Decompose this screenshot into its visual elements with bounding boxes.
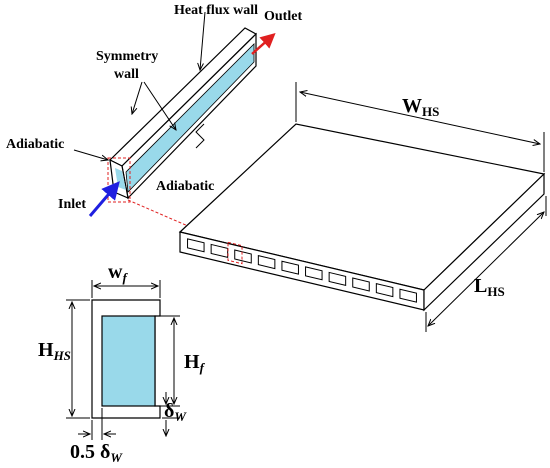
symmetry-leader-2: [143, 81, 176, 130]
channel-slot: [257, 255, 276, 270]
adiabatic-bottom-label: Adiabatic: [156, 179, 214, 194]
h-hs-label: HHS: [38, 339, 71, 363]
cross-section: [91, 299, 161, 419]
slot-highlight-box: [227, 241, 243, 265]
channel-slot: [352, 277, 370, 292]
adiabatic-left-label: Adiabatic: [6, 137, 64, 152]
heat-flux-leader: [200, 11, 206, 70]
h-f-label: Hf: [184, 351, 206, 375]
w-f-label: wf: [108, 261, 128, 285]
inlet-highlight-box: [107, 157, 131, 203]
l-hs-label: LHS: [474, 275, 505, 299]
channel-slot: [305, 266, 323, 281]
channel-slot: [328, 271, 347, 286]
adiabatic-left-leader: [73, 149, 108, 160]
symmetry-leader-1: [132, 81, 143, 114]
heat-flux-wall-label: Heat flux wall: [174, 3, 258, 18]
outlet-label: Outlet: [264, 9, 302, 24]
adiabatic-bottom-leader: [195, 123, 205, 149]
l-hs-dimension-line: [428, 212, 544, 326]
delta-w-label: δW: [164, 400, 187, 424]
cross-section-fluid: [101, 315, 156, 407]
channel-slot: [234, 249, 252, 264]
channel-slot: [375, 283, 394, 298]
w-hs-label: WHS: [402, 95, 439, 119]
inlet-label: Inlet: [58, 197, 86, 212]
half-delta-w-label: 0.5 δW: [70, 441, 123, 465]
channel-slot: [281, 260, 299, 275]
channel-slot: [187, 238, 205, 253]
channel-slot: [399, 288, 417, 303]
inlet-arrow: [88, 181, 120, 217]
single-channel: [108, 27, 257, 200]
w-hs-dimension-line: [300, 92, 540, 144]
channel-slot: [210, 243, 229, 258]
symmetry-wall-label-1: Symmetry: [96, 49, 158, 64]
symmetry-wall-label-2: wall: [114, 67, 139, 82]
heat-sink-channels: [187, 238, 417, 303]
channel-fluid-side: [125, 43, 255, 193]
outlet-arrow: [251, 33, 276, 55]
